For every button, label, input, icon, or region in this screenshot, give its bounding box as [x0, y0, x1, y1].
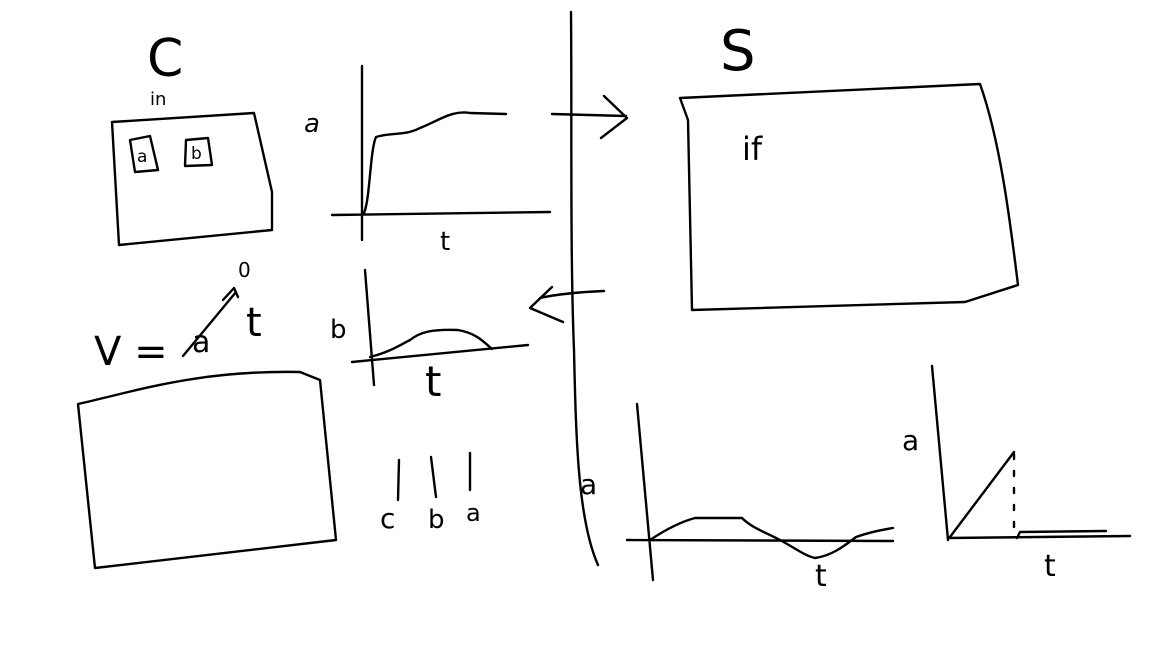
left-box-label-in: in — [150, 89, 166, 110]
right-graph-a-ylabel: a — [580, 468, 597, 501]
stack-line-b — [429, 455, 438, 499]
left-graph-a-curve — [362, 111, 508, 215]
right-graph-b-axes — [930, 364, 1132, 542]
stack-line-c — [396, 458, 401, 502]
left-input-box — [110, 111, 274, 247]
right-graph-a-curve — [648, 516, 895, 560]
right-graph-b-xlabel: t — [1044, 549, 1056, 584]
left-graph-b-xlabel: t — [425, 357, 441, 406]
left-graph-a-xlabel: t — [440, 227, 450, 257]
equation-struck-term: a — [192, 325, 210, 360]
stack-label-a: a — [466, 499, 481, 527]
left-output-box — [76, 370, 338, 570]
left-graph-a-axes — [330, 64, 552, 242]
left-graph-a-ylabel: a — [304, 109, 320, 139]
right-graph-b-ylabel: a — [902, 424, 919, 457]
right-graph-b-ramp — [948, 450, 1016, 539]
stack-label-b: b — [428, 505, 445, 535]
right-graph-a-axes — [625, 402, 895, 582]
equation-superscript: 0 — [238, 258, 251, 282]
left-box-item-a-frame — [128, 134, 160, 174]
left-heading-c: C — [147, 29, 183, 89]
right-graph-a-xlabel: t — [815, 559, 827, 594]
left-graph-b-ylabel: b — [330, 315, 347, 345]
arrow-to-left-panel — [528, 285, 606, 324]
equation-strike-mark — [181, 286, 240, 358]
left-box-item-a: a — [137, 147, 147, 167]
center-divider-line — [569, 10, 600, 567]
stack-label-c: c — [380, 502, 395, 535]
right-box-label-if: if — [742, 130, 763, 168]
left-box-item-b: b — [191, 144, 202, 164]
left-graph-b-axes — [350, 268, 530, 387]
equation-lhs: V = — [94, 329, 168, 375]
left-box-item-b-frame — [183, 136, 214, 168]
right-heading-s: S — [720, 19, 756, 84]
left-graph-b-curve — [368, 328, 494, 359]
equation-term: t — [246, 300, 262, 346]
right-graph-b-step — [1015, 529, 1108, 540]
right-main-box — [678, 82, 1020, 312]
arrow-to-right-panel — [550, 94, 629, 140]
